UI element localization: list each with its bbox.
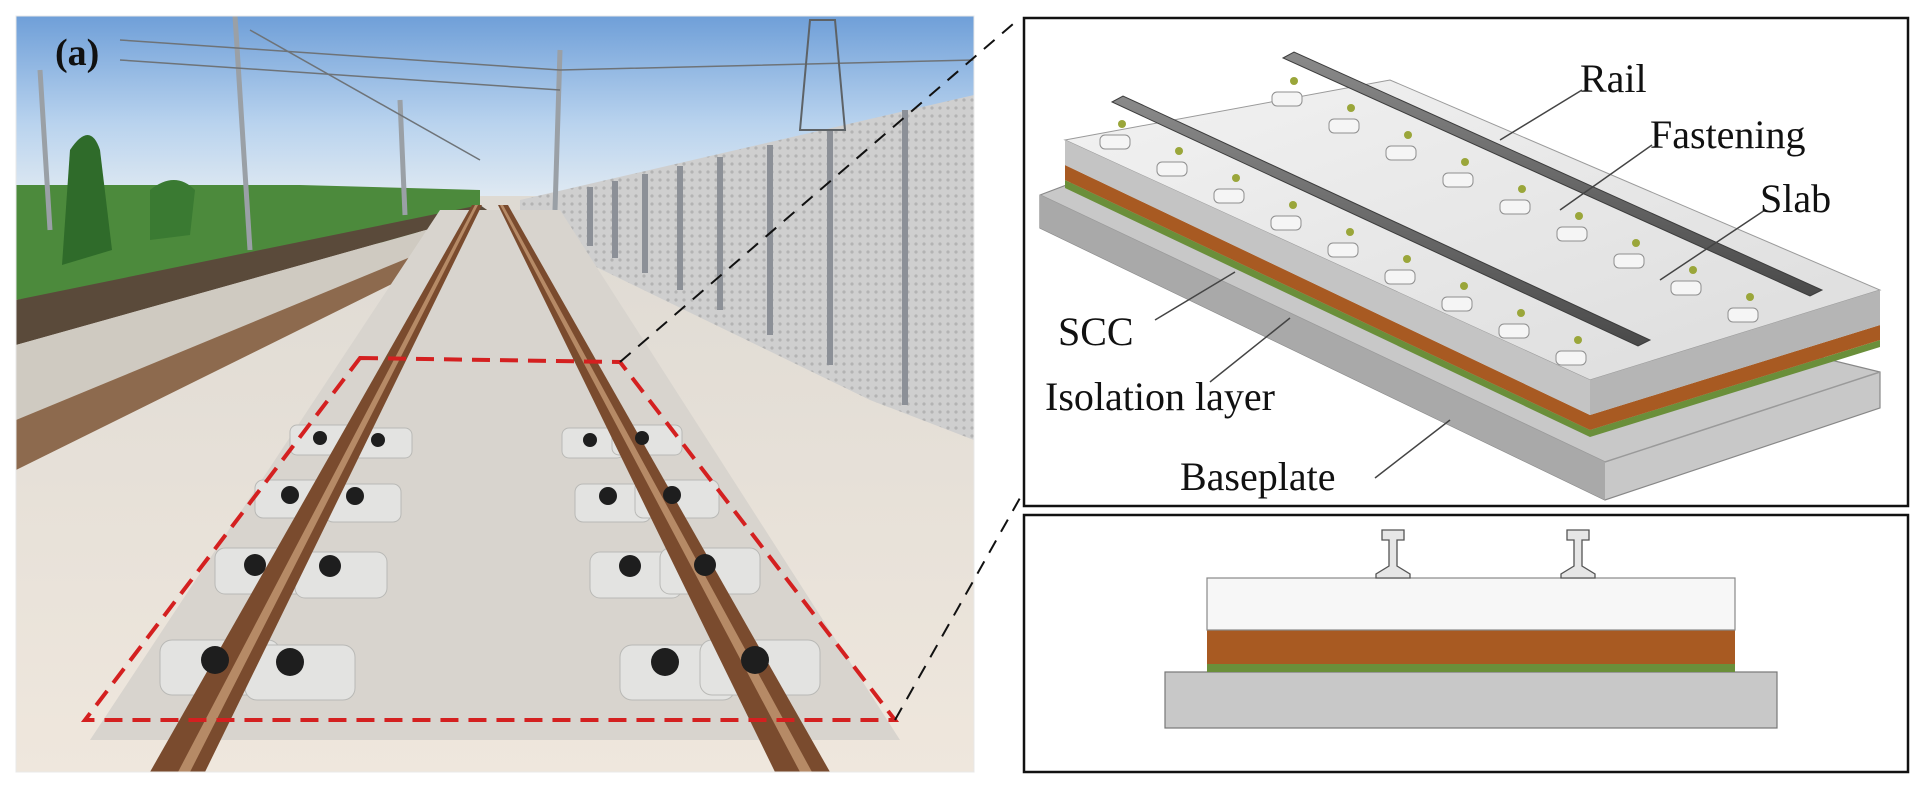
rail-section-left (1375, 529, 1411, 579)
fastening-3d (1099, 91, 1759, 366)
isometric-model (1039, 51, 1882, 501)
label-slab: Slab (1760, 176, 1831, 221)
label-rail: Rail (1580, 56, 1647, 101)
label-fastening: Fastening (1650, 112, 1806, 157)
noise-barrier (520, 95, 974, 440)
cross-section (1164, 529, 1778, 729)
scc-section (1207, 630, 1735, 664)
rail-3d-front (1110, 95, 1652, 347)
tree (62, 135, 112, 265)
rail-section-right (1560, 529, 1596, 579)
zoom-leader-top (619, 17, 1021, 363)
label-scc: SCC (1058, 309, 1134, 354)
isolation-layer-section (1207, 664, 1735, 672)
rail-3d-back (1281, 51, 1824, 297)
catenary-masts (37, 16, 563, 251)
baseplate-section (1164, 671, 1778, 729)
track-photo (16, 16, 974, 772)
slab-section (1206, 577, 1736, 631)
zoom-leader-bottom (894, 497, 1021, 721)
rail-left (150, 205, 482, 772)
panel-label: (a) (55, 32, 99, 74)
rail-right (498, 205, 830, 772)
callout-leaders (1154, 89, 1766, 479)
label-isolation-layer: Isolation layer (1045, 374, 1275, 419)
label-baseplate: Baseplate (1180, 454, 1336, 499)
